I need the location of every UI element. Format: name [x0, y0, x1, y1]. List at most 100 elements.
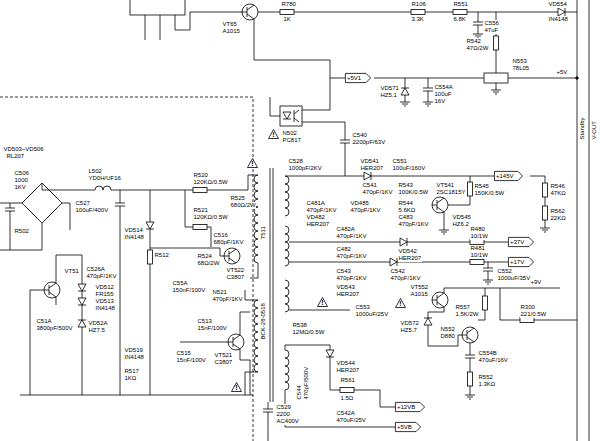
wire [42, 183, 95, 190]
part-label: HZ5.1 [380, 92, 397, 99]
part-label: 47uF [484, 27, 499, 34]
transformer-winding [254, 300, 258, 372]
voltage-name: +17V [510, 259, 524, 266]
schematic-stroke [193, 225, 207, 230]
part-label: 47Ω/2W [466, 45, 489, 52]
part-label: 120KΩ/0.5W [193, 214, 228, 221]
part-label: 470pF/1KV [336, 253, 367, 260]
part-label: R552 [478, 374, 493, 381]
part-label: HER207 [336, 367, 360, 374]
part-label: 6.8K [453, 16, 466, 23]
schematic-stroke [146, 222, 154, 229]
part-label: C551 [392, 158, 407, 165]
voltage-tag: +12VB [395, 402, 425, 412]
wire [258, 12, 577, 13]
part-label: 1KV [14, 184, 26, 191]
part-label: R544 [398, 200, 413, 207]
schematic-stroke [115, 203, 125, 206]
part-label: IN4148 [124, 354, 144, 361]
schematic-stroke [520, 318, 534, 323]
part-label: C483 [398, 214, 413, 221]
schematic-stroke [432, 292, 448, 308]
warning-mark: ! [231, 384, 242, 392]
schematic-stroke [558, 8, 565, 16]
inductor-coil [95, 186, 111, 190]
schematic-stroke [465, 355, 475, 358]
part-label: R525 [230, 195, 245, 202]
schematic-stroke [423, 88, 433, 91]
part-label: IN4148 [95, 305, 115, 312]
wire [289, 310, 350, 311]
transformer-winding [285, 350, 289, 390]
part-label: 1000uF/35V [497, 275, 531, 282]
part-label: FR155 [95, 291, 114, 298]
voltage-tag: +17V [508, 257, 534, 267]
part-label: VD503~VD506 [3, 146, 44, 153]
part-label: C556 [484, 20, 499, 27]
wire [254, 19, 345, 110]
voltage-tag: +37V [508, 237, 534, 247]
part-label: C552 [497, 268, 512, 275]
part-label: 470pF/1KV [390, 275, 421, 282]
part-label: 680pF/1KV [213, 239, 244, 246]
schematic-stroke [280, 10, 294, 15]
part-label: 470pF/1KV [350, 207, 381, 214]
schematic-stroke [326, 350, 334, 357]
triangle-shape [232, 383, 242, 392]
schematic-stroke [540, 228, 550, 232]
part-label: 150nF/100V [172, 287, 206, 294]
voltage-name: +5V1 [347, 75, 361, 82]
part-label: N521 [212, 289, 227, 296]
tag-shape [508, 257, 533, 266]
part-label: 3800pF/500V [36, 325, 73, 332]
voltage-name: +12VB [397, 404, 415, 411]
part-label: C51A [36, 318, 52, 325]
warning-triangle: ! [231, 382, 242, 392]
transformer-winding [285, 176, 289, 216]
schematic-stroke [283, 112, 291, 119]
part-label: HZ7.5 [88, 327, 105, 334]
triangle-shape [269, 130, 279, 139]
transformer-winding [285, 280, 289, 312]
part-label: BCK-28-0518 [260, 303, 267, 340]
wire [500, 288, 577, 320]
regulator-outline [484, 73, 508, 83]
wire [270, 97, 299, 122]
part-label: 16V [434, 98, 446, 105]
part-label: 221/0.5W [520, 311, 547, 318]
part-label: 470pF/500V [303, 366, 310, 400]
schematic-stroke [44, 282, 60, 298]
part-label: 470pF/1KV [86, 273, 117, 280]
ic-outline [130, 0, 185, 15]
schematic-stroke [400, 238, 407, 246]
schematic-stroke [483, 280, 493, 284]
part-label: R524 [197, 253, 212, 260]
schematic-stroke [468, 372, 473, 386]
part-label: 10/1W [470, 233, 488, 240]
part-label: C482A [336, 226, 355, 233]
part-label: D880 [440, 333, 455, 340]
warning-triangle: ! [317, 297, 328, 307]
part-label: C542A [336, 410, 355, 417]
schematic-stroke [340, 140, 350, 143]
part-label: 5.6KΩ [398, 207, 416, 214]
triangle-shape [248, 159, 258, 168]
part-label: C526A [86, 266, 105, 273]
schematic-stroke [78, 298, 86, 305]
part-label: VT51 [64, 268, 79, 275]
part-label: VD545 [452, 214, 471, 221]
part-label: R561 [340, 377, 355, 384]
schematic-stroke [5, 208, 15, 211]
part-label: 470pF/1KV [336, 275, 367, 282]
schematic-stroke [470, 240, 484, 245]
part-label: R780 [281, 1, 296, 8]
part-label: VT521 [214, 352, 233, 359]
part-label: VT552 [410, 284, 429, 291]
part-label: 150K/0.5W [474, 190, 505, 197]
part-label: 120KΩ/0.5W [193, 179, 228, 186]
triangle-shape [396, 299, 406, 308]
part-label: 470pF/1KV [212, 296, 243, 303]
part-label: 1.3KΩ [478, 381, 496, 388]
part-label: R545 [474, 183, 489, 190]
